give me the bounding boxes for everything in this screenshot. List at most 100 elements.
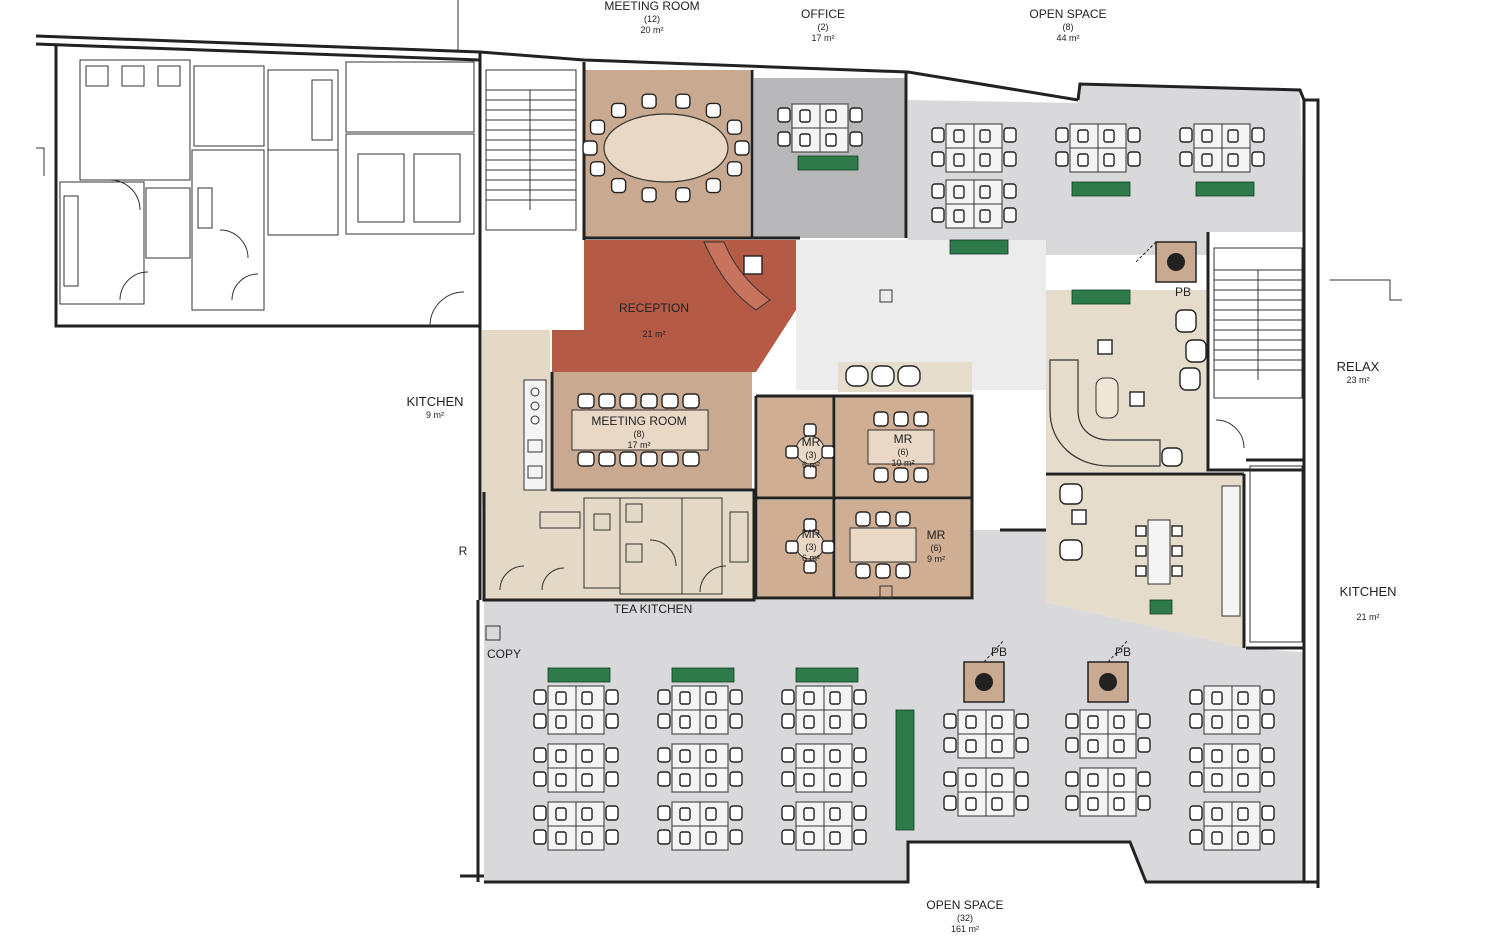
desk-chair — [799, 133, 811, 147]
desk-chair — [1113, 797, 1125, 811]
desk-chair — [965, 715, 977, 729]
mr-b-capacity: (6) — [898, 447, 909, 457]
desk-chair — [1227, 153, 1239, 167]
waiting-chairs — [838, 362, 972, 392]
desk-chair — [979, 129, 991, 143]
desk-chair — [1003, 183, 1017, 199]
desk-chair — [849, 107, 863, 123]
desk-chair — [829, 691, 841, 705]
meeting-chair — [640, 451, 658, 467]
planter — [1195, 181, 1255, 197]
mr-a-area: 6 m² — [802, 460, 820, 470]
conference-chair — [589, 161, 606, 177]
kitchen-right-table — [1059, 483, 1241, 617]
open-space-bottom-name: OPEN SPACE — [926, 898, 1003, 912]
desk — [575, 709, 605, 735]
mr-chair — [873, 411, 889, 427]
desk-chair — [803, 749, 815, 763]
desk-chair — [1251, 151, 1265, 167]
kitchen-left-area: 9 m² — [426, 410, 444, 420]
desk-chair — [953, 129, 965, 143]
desk-chair — [657, 713, 671, 729]
desk-chair — [943, 713, 957, 729]
desk-chair — [555, 715, 567, 729]
desk-chair — [1113, 739, 1125, 753]
desk-chair — [965, 797, 977, 811]
desk-chair — [1261, 713, 1275, 729]
desk-chair — [1189, 805, 1203, 821]
mr-d-capacity: (6) — [931, 543, 942, 553]
desk-chair — [1211, 807, 1223, 821]
desk — [575, 801, 605, 827]
mr-chair — [893, 411, 909, 427]
desk-chair — [931, 207, 945, 223]
desk-chair — [777, 107, 791, 123]
desk-chair — [829, 749, 841, 763]
desk-chair — [581, 807, 593, 821]
open-space-top-name: OPEN SPACE — [1029, 7, 1106, 21]
desk-chair — [979, 209, 991, 223]
meeting-chair — [661, 451, 679, 467]
open-space-bottom-area: 161 m² — [951, 924, 979, 934]
kitchen-left-name: KITCHEN — [406, 394, 463, 409]
desk-chair — [605, 771, 619, 787]
mr-chair — [855, 563, 871, 579]
mr-d-name: MR — [927, 528, 946, 542]
meeting-room-mid-capacity: (8) — [634, 429, 645, 439]
desk-chair — [1103, 153, 1115, 167]
desk-chair — [803, 807, 815, 821]
desk-chair — [1087, 715, 1099, 729]
desk-chair — [581, 749, 593, 763]
meeting-room-mid-name: MEETING ROOM — [591, 414, 686, 428]
desk-chair — [803, 773, 815, 787]
desk-chair — [581, 831, 593, 845]
planter — [1071, 181, 1131, 197]
desk-chair — [781, 713, 795, 729]
desk-chair — [943, 771, 957, 787]
conference-chair — [610, 177, 627, 194]
stairs-right — [1213, 247, 1303, 399]
desk-chair — [533, 747, 547, 763]
desk-chair — [853, 689, 867, 705]
relax-name: RELAX — [1337, 359, 1380, 374]
desk-chair — [1189, 713, 1203, 729]
mr-chair — [895, 563, 911, 579]
desk-chair — [781, 829, 795, 845]
desk-chair — [1227, 129, 1239, 143]
desk-chair — [931, 127, 945, 143]
mr-d-area: 9 m² — [927, 554, 945, 564]
desk-chair — [1077, 153, 1089, 167]
desk-chair — [729, 747, 743, 763]
desk-chair — [829, 715, 841, 729]
phone-booth-1: PB — [1135, 241, 1197, 299]
desk-chair — [829, 807, 841, 821]
desk-chair — [1261, 689, 1275, 705]
desk-chair — [729, 713, 743, 729]
desk-chair — [555, 831, 567, 845]
desk-chair — [605, 713, 619, 729]
desk-chair — [679, 691, 691, 705]
desk-chair — [1103, 129, 1115, 143]
conference-chair — [726, 161, 743, 177]
office-capacity: (2) — [818, 22, 829, 32]
meeting-chair — [598, 393, 616, 409]
desk-chair — [1077, 129, 1089, 143]
desk-chair — [1127, 127, 1141, 143]
reception-desk — [703, 241, 771, 311]
desk-chair — [853, 713, 867, 729]
desk-chair — [705, 749, 717, 763]
mr-furniture — [795, 429, 935, 563]
desk-chair — [729, 805, 743, 821]
mr-chair — [821, 445, 835, 459]
desk-chair — [781, 747, 795, 763]
desk-chair — [1015, 795, 1029, 811]
desk — [1221, 123, 1251, 149]
desk-chair — [853, 771, 867, 787]
desk-chair — [1065, 737, 1079, 753]
tea-kitchen-name: TEA KITCHEN — [614, 602, 693, 616]
open-space-top-capacity: (8) — [1063, 22, 1074, 32]
desk-chair — [657, 805, 671, 821]
desk-chair — [1065, 771, 1079, 787]
desk-chair — [1237, 749, 1249, 763]
